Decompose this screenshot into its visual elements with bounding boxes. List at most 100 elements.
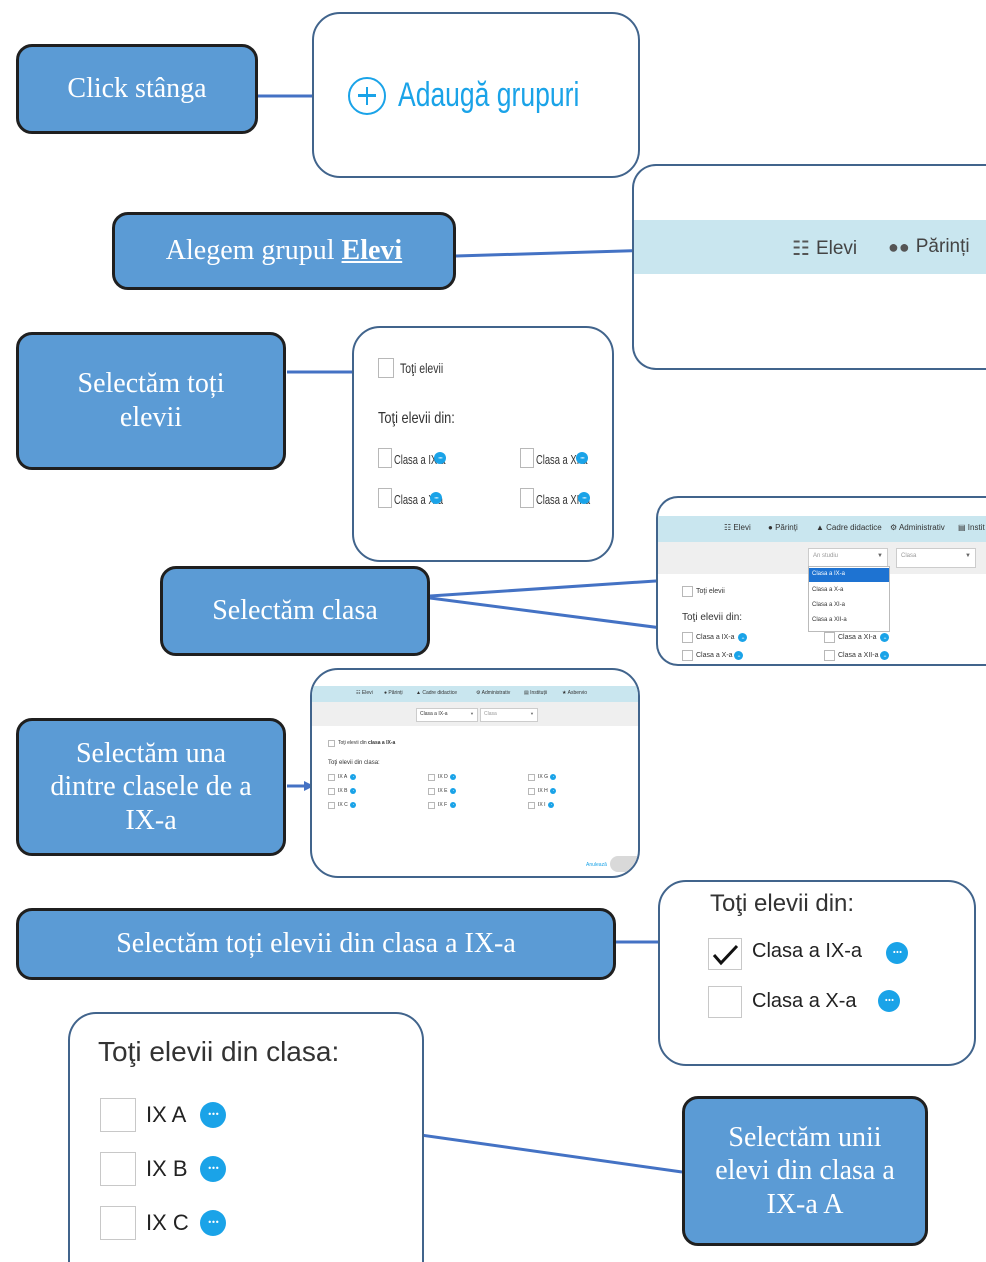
more-icon[interactable] (576, 452, 588, 464)
checkbox-toti-elevii[interactable] (682, 586, 693, 597)
checkbox-clasa-x[interactable] (708, 986, 742, 1018)
checkbox-class[interactable] (328, 774, 335, 781)
more-icon[interactable] (550, 774, 556, 780)
select-an-studiu[interactable]: Clasa a IX-a ▼ (416, 708, 478, 722)
class-label: IX I (538, 802, 546, 808)
more-icon[interactable] (548, 802, 554, 808)
tab-elevi[interactable]: ☷ Elevi (356, 690, 373, 696)
checkbox-class[interactable] (682, 650, 693, 661)
select-clasa[interactable]: Clasa ▼ (480, 708, 538, 722)
checkbox-class[interactable] (824, 632, 835, 643)
callout-select-ix-class: Selectăm una dintre clasele de a IX-a (16, 718, 286, 856)
checkbox-class[interactable] (824, 650, 835, 661)
add-groups-label: Adaugă grupuri (398, 76, 580, 114)
more-icon[interactable] (734, 651, 743, 660)
tab-institutii[interactable]: ▤ Instituții (524, 690, 548, 696)
checkbox-class[interactable] (378, 488, 392, 508)
more-icon[interactable] (200, 1210, 226, 1236)
checkbox-class[interactable] (520, 488, 534, 508)
class-label: IX C (146, 1210, 189, 1235)
tab-administrativ[interactable]: ⚙ Administrativ (890, 523, 945, 532)
more-icon[interactable] (886, 942, 908, 964)
more-icon[interactable] (350, 774, 356, 780)
more-icon[interactable] (350, 788, 356, 794)
chevron-down-icon: ▼ (965, 553, 971, 559)
panel-class-dropdown: ☷ Elevi ● Părinți ▲ Cadre didactice ⚙ Ad… (656, 496, 986, 666)
panel-ix-subclasses: Toţi elevii din clasa: IX A IX B IX C (68, 1012, 424, 1262)
more-icon[interactable] (450, 774, 456, 780)
more-icon[interactable] (200, 1102, 226, 1128)
checkbox-clasa-ix-checked[interactable] (708, 938, 742, 970)
checkbox-class[interactable] (328, 802, 335, 809)
more-icon[interactable] (434, 452, 446, 464)
tab-elevi[interactable]: ☷ Elevi (724, 523, 751, 532)
select-an-studiu[interactable]: An studiu ▼ (808, 548, 888, 568)
callout-select-all-ix: Selectăm toți elevii din clasa a IX-a (16, 908, 616, 980)
tab-administrativ[interactable]: ⚙ Administrativ (476, 690, 511, 696)
dropdown-option[interactable]: Clasa a X-a (812, 587, 844, 593)
checkbox-toti-elevii[interactable] (378, 358, 394, 378)
confirm-button[interactable] (610, 856, 638, 872)
more-icon[interactable] (738, 633, 747, 642)
tab-institutii[interactable]: ▤ Instit (958, 523, 985, 532)
more-icon[interactable] (550, 788, 556, 794)
class-label: Clasa a X-a (752, 990, 857, 1012)
dropdown-option[interactable]: Clasa a IX-a (809, 568, 889, 582)
more-icon[interactable] (878, 990, 900, 1012)
class-label: IX F (438, 802, 448, 808)
checkbox-class[interactable] (682, 632, 693, 643)
class-label: Clasa a IX-a (696, 634, 735, 641)
class-label: IX B (338, 788, 348, 794)
checkbox-class[interactable] (528, 774, 535, 781)
cancel-link[interactable]: Anulează (586, 862, 607, 868)
plus-circle-icon (348, 76, 386, 115)
class-label: IX A (338, 774, 348, 780)
callout-select-class: Selectăm clasa (160, 566, 430, 656)
checkbox-class[interactable] (528, 802, 535, 809)
dropdown-list: Clasa a IX-a Clasa a X-a Clasa a XI-a Cl… (808, 566, 890, 632)
more-icon[interactable] (350, 802, 356, 808)
checkbox-class[interactable] (528, 788, 535, 795)
panel-checked-class: Toţi elevii din: Clasa a IX-a Clasa a X-… (658, 880, 976, 1066)
more-icon[interactable] (578, 492, 590, 504)
checkbox-class[interactable] (520, 448, 534, 468)
dropdown-option[interactable]: Clasa a XII-a (812, 617, 847, 623)
dropdown-option[interactable]: Clasa a XI-a (812, 602, 846, 608)
callout-click-left: Click stânga (16, 44, 258, 134)
tab-bar: ☷ Elevi ● Părinți ▲ Cadre didactice ⚙ Ad… (658, 516, 986, 542)
tab-cadre[interactable]: ▲ Cadre didactice (416, 690, 458, 696)
checkbox-ix-b[interactable] (100, 1152, 136, 1186)
checkbox-class[interactable] (428, 802, 435, 809)
class-label: IX E (438, 788, 448, 794)
checkbox-toti-elevii-clasa[interactable] (328, 740, 335, 747)
checkbox-ix-a[interactable] (100, 1098, 136, 1132)
checkbox-class[interactable] (428, 788, 435, 795)
class-label: Clasa a XII-a (536, 492, 591, 507)
tab-asbervio[interactable]: ★ Asbervio (562, 690, 588, 696)
students-icon: ☷ (792, 238, 810, 260)
more-icon[interactable] (880, 651, 889, 660)
add-groups-button[interactable]: Adaugă grupuri (348, 76, 631, 115)
checkbox-ix-c[interactable] (100, 1206, 136, 1240)
panel-ix-classes: ☷ Elevi ● Părinți ▲ Cadre didactice ⚙ Ad… (310, 668, 640, 878)
callout-choose-group: Alegem grupul Elevi (112, 212, 456, 290)
checkbox-class[interactable] (428, 774, 435, 781)
class-label: IX A (146, 1102, 187, 1127)
more-icon[interactable] (450, 788, 456, 794)
callout-select-some-students: Selectăm unii elevi din clasa a IX-a A (682, 1096, 928, 1246)
tab-parinti[interactable]: ●● Părinți (888, 236, 970, 257)
tab-elevi[interactable]: ☷ Elevi (792, 237, 858, 261)
more-icon[interactable] (450, 802, 456, 808)
tab-parinti[interactable]: ● Părinți (384, 690, 403, 696)
tab-cadre[interactable]: ▲ Cadre didactice (816, 523, 882, 532)
tab-parinti[interactable]: ● Părinți (768, 523, 798, 532)
more-icon[interactable] (880, 633, 889, 642)
checkbox-class[interactable] (328, 788, 335, 795)
more-icon[interactable] (430, 492, 442, 504)
more-icon[interactable] (200, 1156, 226, 1182)
check-icon (712, 944, 739, 966)
select-clasa[interactable]: Clasa ▼ (896, 548, 976, 568)
chevron-down-icon: ▼ (877, 553, 883, 559)
checkbox-class[interactable] (378, 448, 392, 468)
panel-group-tabs: ☷ Elevi ●● Părinți (632, 164, 986, 370)
